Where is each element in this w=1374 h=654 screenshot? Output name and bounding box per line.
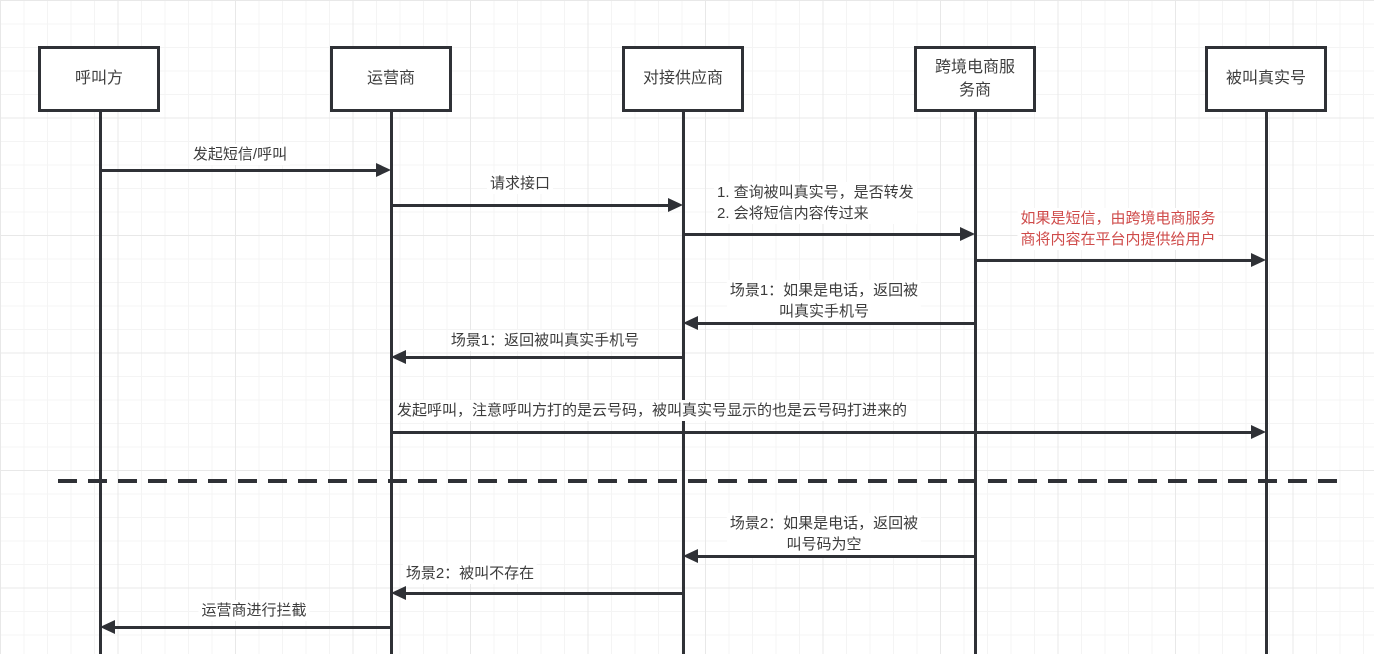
message-label-initiate-sms-call: 发起短信/呼叫 [189, 144, 291, 165]
message-arrowhead-scene1-return-real-phone [683, 316, 698, 330]
lifeline-operator [389, 112, 393, 654]
message-arrowhead-sms-platform-note [1251, 253, 1266, 267]
message-arrowhead-request-api [668, 198, 683, 212]
lifeline-ecommerce-provider [973, 112, 977, 654]
message-arrowhead-scene1-return-real-number [391, 350, 406, 364]
message-arrowhead-initiate-sms-call [376, 163, 391, 177]
message-arrowhead-initiate-call-cloud-number [1251, 425, 1266, 439]
actor-operator: 运营商 [330, 46, 452, 112]
actor-caller-label: 呼叫方 [74, 70, 123, 88]
message-label-scene2-return-empty: 场景2：如果是电话，返回被 叫号码为空 [726, 513, 922, 555]
actor-ecommerce-provider-label: 跨境电商服务商 [934, 58, 1015, 99]
message-label-request-api: 请求接口 [486, 173, 554, 194]
lifeline-caller [98, 112, 102, 654]
separator-dashed-line [58, 479, 1342, 483]
actor-caller: 呼叫方 [38, 46, 160, 112]
message-label-sms-platform-note: 如果是短信，由跨境电商服务 商将内容在平台内提供给用户 [1017, 208, 1219, 250]
message-arrow-query-callee [683, 233, 962, 236]
message-arrow-scene2-return-empty [696, 555, 975, 558]
message-arrowhead-operator-intercept [100, 620, 115, 634]
message-label-operator-intercept: 运营商进行拦截 [198, 600, 310, 621]
message-label-scene1-return-real-number: 场景1：返回被叫真实手机号 [447, 330, 643, 351]
message-arrow-request-api [391, 204, 670, 207]
message-arrowhead-scene2-callee-not-exist [391, 586, 406, 600]
message-label-scene1-return-real-phone: 场景1：如果是电话，返回被 叫真实手机号 [726, 280, 922, 322]
message-arrow-initiate-sms-call [100, 169, 378, 172]
message-arrow-scene2-callee-not-exist [404, 592, 683, 595]
message-arrow-operator-intercept [113, 626, 391, 629]
message-label-query-callee: 1. 查询被叫真实号，是否转发 2. 会将短信内容传过来 [714, 182, 917, 224]
actor-callee-real-number-label: 被叫真实号 [1225, 70, 1306, 88]
lifeline-supplier [681, 112, 685, 654]
message-label-scene2-callee-not-exist: 场景2：被叫不存在 [402, 563, 538, 584]
message-arrowhead-scene2-return-empty [683, 549, 698, 563]
actor-ecommerce-provider: 跨境电商服务商 [914, 46, 1036, 112]
message-arrowhead-query-callee [960, 227, 975, 241]
actor-callee-real-number: 被叫真实号 [1205, 46, 1327, 112]
message-arrow-scene1-return-real-number [404, 356, 683, 359]
message-arrow-scene1-return-real-phone [696, 322, 975, 325]
message-arrow-initiate-call-cloud-number [391, 431, 1253, 434]
lifeline-callee-real-number [1264, 112, 1268, 654]
actor-supplier-label: 对接供应商 [642, 70, 723, 88]
message-label-initiate-call-cloud-number: 发起呼叫，注意呼叫方打的是云号码，被叫真实号显示的也是云号码打进来的 [394, 400, 911, 421]
message-arrow-sms-platform-note [975, 259, 1253, 262]
actor-operator-label: 运营商 [366, 70, 415, 88]
actor-supplier: 对接供应商 [622, 46, 744, 112]
